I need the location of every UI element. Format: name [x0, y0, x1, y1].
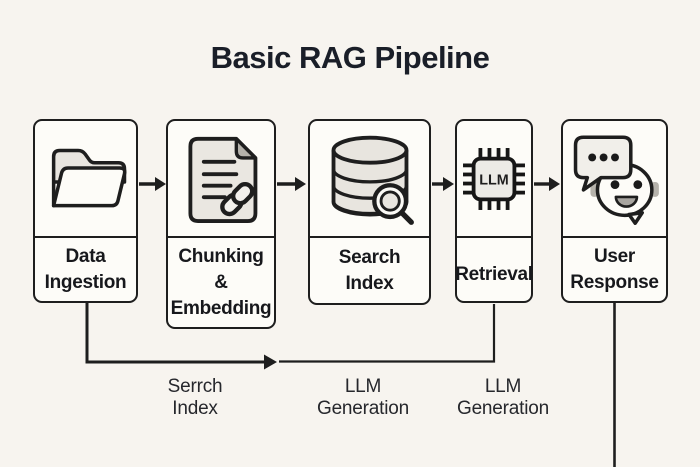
step-label-line: Data	[65, 245, 106, 267]
step-label-line: Embedding	[170, 297, 272, 319]
chip-text: LLM	[479, 172, 508, 188]
flow-label-line: Index	[172, 397, 218, 419]
step-label-line: Index	[345, 272, 394, 294]
step-label: Data Ingestion	[35, 238, 136, 301]
pipeline-step-chunking-embedding: Chunking & Embedding	[166, 119, 276, 329]
step-label-line: &	[214, 271, 228, 293]
flow-label-line: Serrch	[167, 376, 223, 397]
step-label: Search Index	[310, 238, 429, 303]
arrow-step1-step2	[139, 177, 166, 191]
step-label-line: Response	[570, 271, 659, 293]
step-label: Retrieval	[455, 238, 533, 301]
icon-zone	[35, 121, 136, 238]
document-link-icon	[188, 136, 258, 223]
step-label-line: Chunking	[178, 245, 264, 267]
flow-label-llm-generation-1: LLM Generation	[303, 376, 423, 419]
database-search-icon	[331, 135, 414, 225]
step-label: Chunking & Embedding	[168, 238, 274, 327]
flow-label-llm-generation-2: LLM Generation	[443, 376, 563, 419]
icon-zone: LLM	[457, 121, 531, 238]
step-label-line: Search	[338, 246, 401, 268]
flow-label-line: LLM	[484, 376, 522, 397]
folder-icon	[51, 148, 126, 208]
icon-zone	[563, 121, 666, 238]
pipeline-step-retrieval: LLM Retrieval	[455, 119, 533, 303]
diagram-title: Basic RAG Pipeline	[210, 40, 490, 75]
pipeline-step-search-index: Search Index	[308, 119, 431, 305]
arrow-step4-step5	[534, 177, 560, 191]
flow-label-line: Generation	[456, 397, 549, 419]
step-label-line: Retrieval	[455, 263, 533, 285]
flow-label-line: LLM	[344, 376, 382, 397]
flow-label-line: Generation	[316, 397, 409, 419]
icon-zone	[168, 121, 274, 238]
llm-chip-icon: LLM	[463, 147, 525, 210]
pipeline-step-data-ingestion: Data Ingestion	[33, 119, 138, 303]
step-label-line: Ingestion	[44, 271, 127, 293]
flow-label-serrch-index: Serrch Index	[145, 376, 245, 419]
arrow-step3-step4	[432, 177, 454, 191]
pipeline-step-user-response: User Response	[561, 119, 668, 303]
bottom-connector	[85, 301, 496, 370]
arrow-step2-step3	[277, 177, 306, 191]
step-label-line: User	[593, 245, 636, 267]
icon-zone	[310, 121, 429, 238]
chat-bot-icon	[573, 135, 659, 225]
step-label: User Response	[563, 238, 666, 301]
